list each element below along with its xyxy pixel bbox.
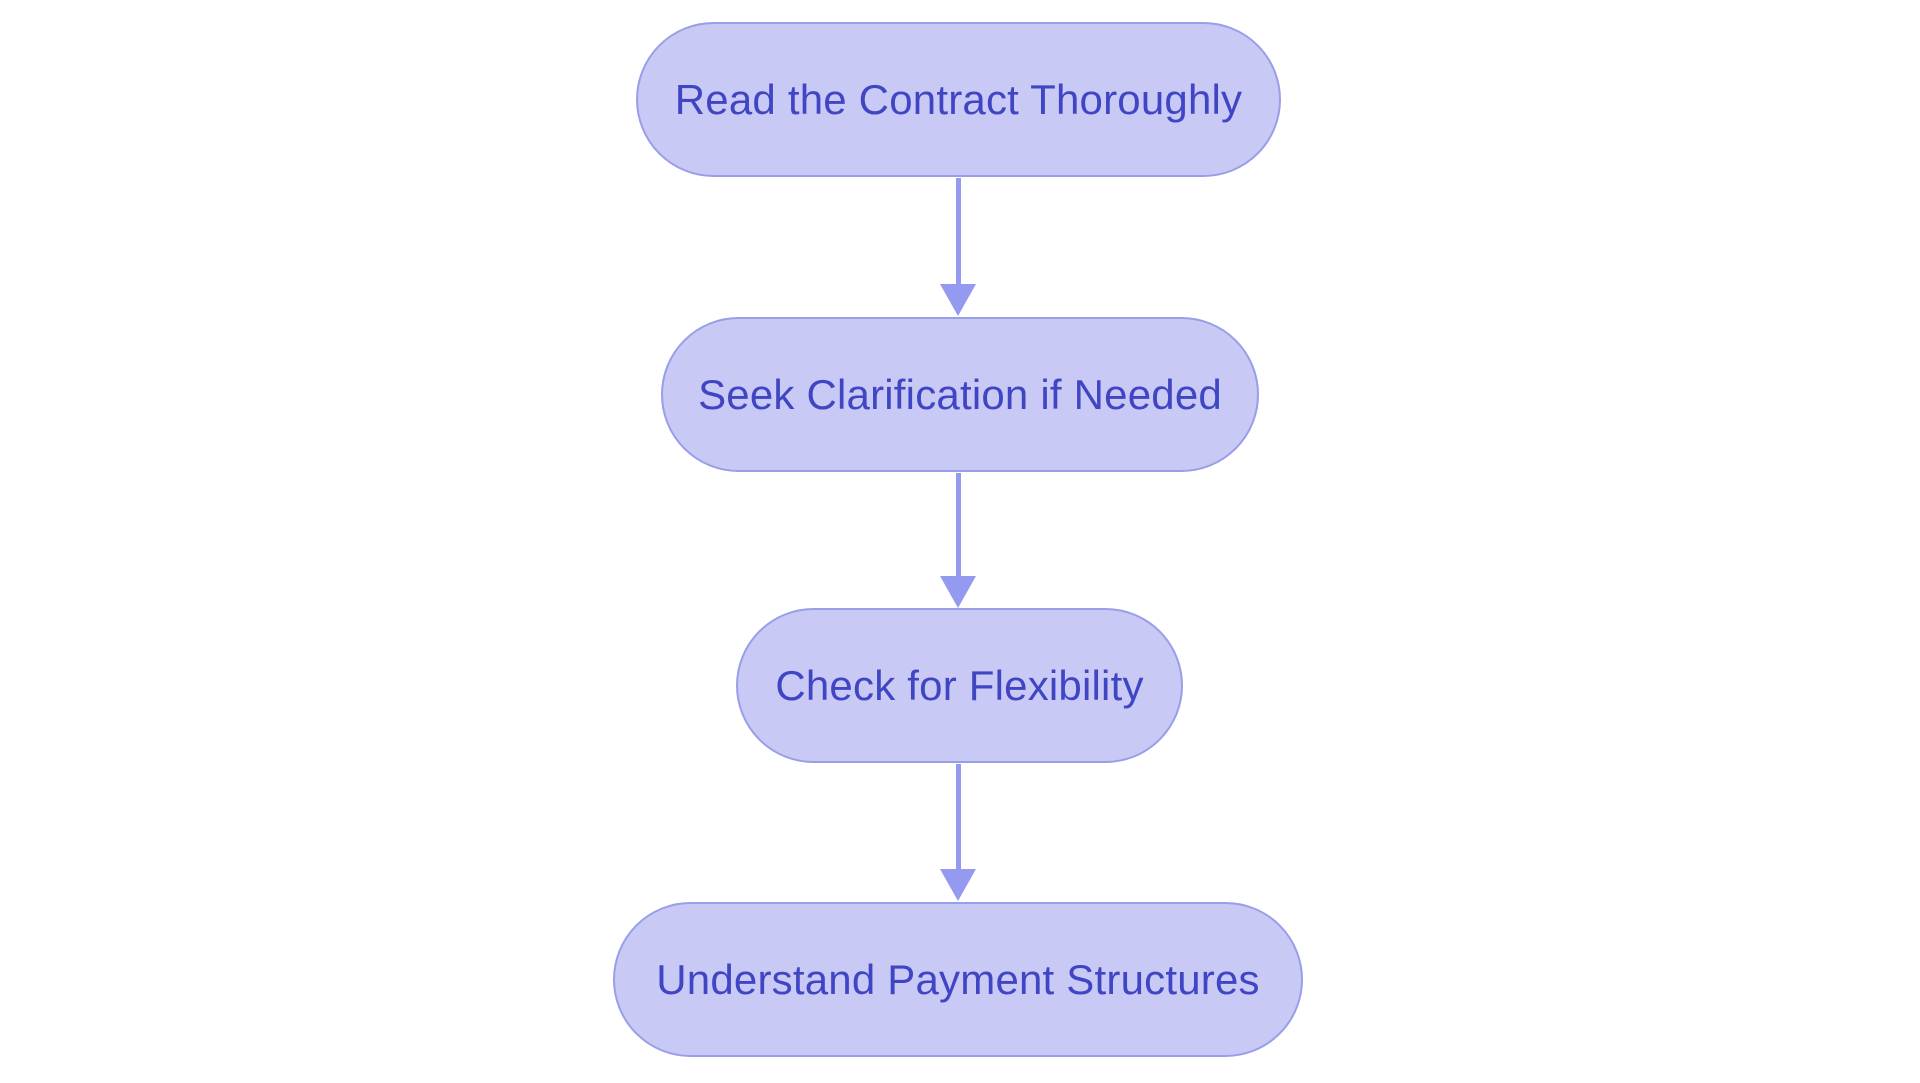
flow-node-label: Seek Clarification if Needed (698, 370, 1222, 418)
arrow-head-icon (940, 576, 976, 608)
flow-node-label: Read the Contract Thoroughly (674, 75, 1243, 123)
flow-node-label: Check for Flexibility (775, 661, 1144, 709)
arrow-line (955, 764, 961, 869)
arrow-head-icon (940, 869, 976, 901)
arrow-head-icon (940, 284, 976, 316)
flow-arrow-1 (940, 178, 976, 316)
flow-arrow-3 (940, 764, 976, 901)
flow-node-understand-payment: Understand Payment Structures (613, 902, 1303, 1057)
arrow-line (955, 473, 961, 576)
flow-node-read-contract: Read the Contract Thoroughly (636, 22, 1281, 177)
flow-node-label: Understand Payment Structures (656, 955, 1260, 1003)
arrow-line (955, 178, 961, 284)
flow-arrow-2 (940, 473, 976, 608)
flow-node-check-flexibility: Check for Flexibility (736, 608, 1183, 763)
flow-node-seek-clarification: Seek Clarification if Needed (661, 317, 1259, 472)
